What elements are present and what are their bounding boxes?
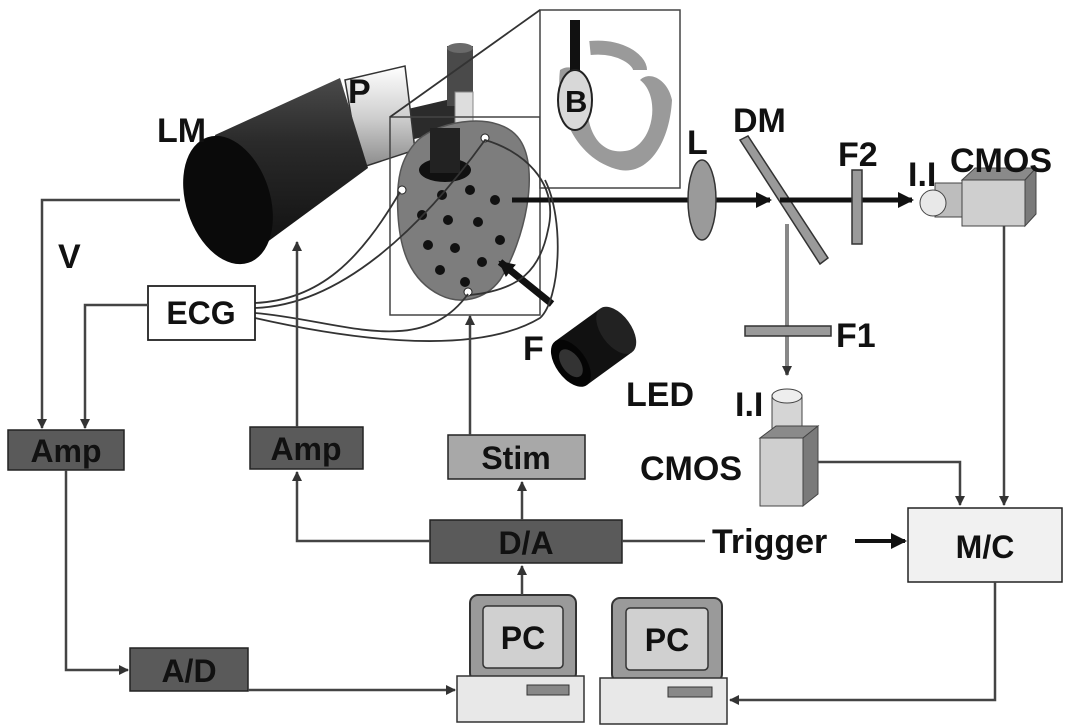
lens xyxy=(687,159,717,241)
label-cmos-top: CMOS xyxy=(950,142,1052,180)
top-camera xyxy=(919,166,1038,228)
ecg-wires xyxy=(254,138,559,342)
stim-box xyxy=(447,434,586,480)
da-box xyxy=(429,519,623,564)
amp-left-box xyxy=(7,429,125,471)
mc-box xyxy=(907,507,1063,583)
bottom-camera xyxy=(758,388,820,508)
label-ii-bottom: I.I xyxy=(735,386,763,424)
label-p: P xyxy=(348,73,371,111)
amp-mid-box xyxy=(249,426,364,470)
heart-assembly xyxy=(396,43,530,301)
label-ii-top: I.I xyxy=(908,156,936,194)
label-f1: F1 xyxy=(836,317,876,355)
label-amp-mid: Amp xyxy=(270,431,341,467)
label-led: LED xyxy=(626,376,694,414)
label-ad: A/D xyxy=(161,653,216,689)
pc-2 xyxy=(599,597,728,725)
label-l: L xyxy=(687,124,708,162)
lm-probe-assembly xyxy=(183,65,460,265)
label-lm: LM xyxy=(157,112,206,150)
pc-1 xyxy=(456,594,585,723)
inset-balloon xyxy=(389,9,681,189)
label-dm: DM xyxy=(733,102,786,140)
label-da: D/A xyxy=(498,525,553,561)
label-ecg: ECG xyxy=(166,295,235,331)
label-cmos-bottom: CMOS xyxy=(640,450,742,488)
led-beam xyxy=(497,259,555,307)
label-v: V xyxy=(58,238,81,276)
label-amp-left: Amp xyxy=(30,433,101,469)
label-f: F xyxy=(523,330,544,368)
ad-box xyxy=(129,647,249,692)
label-trigger: Trigger xyxy=(712,523,827,561)
label-f2: F2 xyxy=(838,136,878,174)
signal-connections xyxy=(37,198,1009,705)
label-stim: Stim xyxy=(481,440,550,476)
led-source xyxy=(550,306,637,387)
filter-f1 xyxy=(744,325,832,337)
label-mc: M/C xyxy=(956,529,1015,565)
label-b: B xyxy=(565,84,587,119)
label-pc-1: PC xyxy=(501,620,545,656)
ecg-box xyxy=(147,285,256,341)
label-pc-2: PC xyxy=(645,622,689,658)
filter-f2 xyxy=(851,169,863,245)
